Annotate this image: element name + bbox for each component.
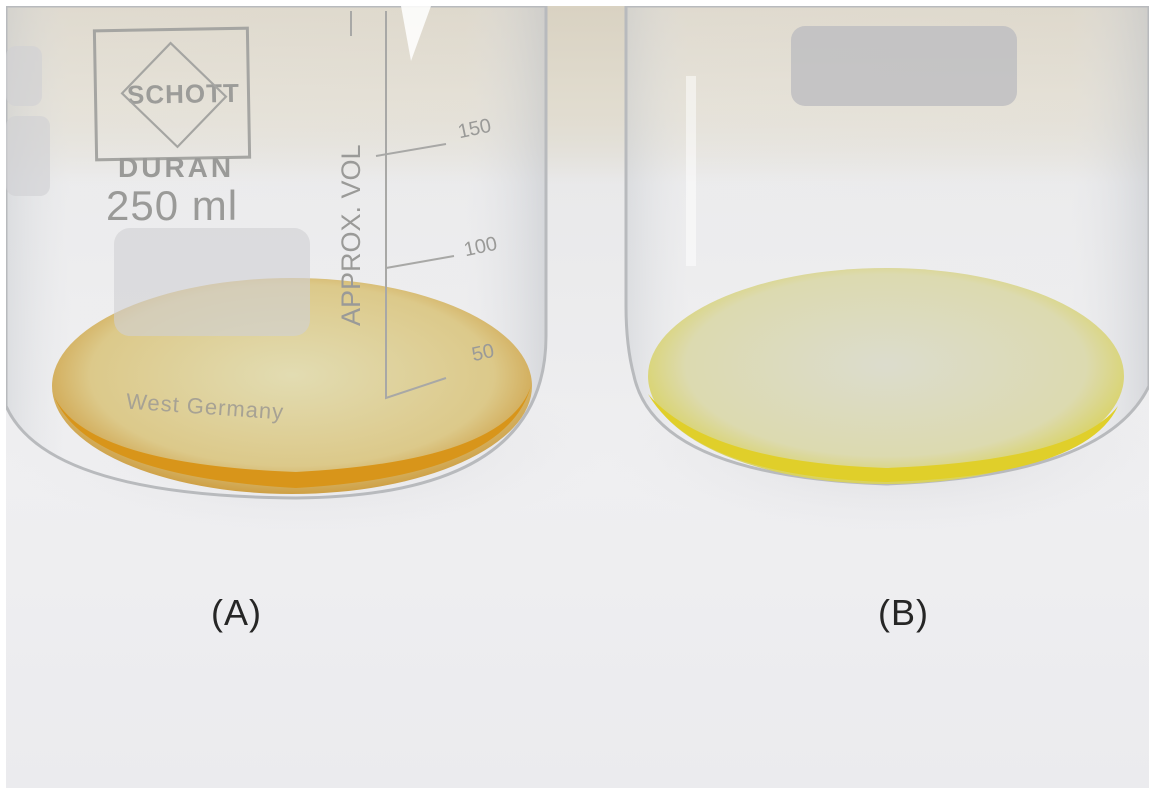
logo-text: SCHOTT xyxy=(126,77,241,110)
beaker-a-liquid-rim xyxy=(54,386,531,488)
beaker-brand: DURAN xyxy=(118,152,235,183)
beaker-b-highlight xyxy=(686,76,696,266)
beakers-illustration xyxy=(6,6,1149,541)
caption-a: (A) xyxy=(211,592,262,633)
photo-frame: SCHOTT DURAN 250 ml APPROX. VOL 150 100 … xyxy=(6,6,1149,788)
beaker-volume: 250 ml xyxy=(106,182,239,229)
beaker-a-highlight xyxy=(401,6,431,61)
graduation-50: 50 xyxy=(469,339,497,367)
graduation-scale xyxy=(350,11,455,400)
beaker-b-liquid-rim xyxy=(648,394,1118,482)
beaker-b-label-patch xyxy=(791,26,1017,106)
schott-logo: SCHOTT xyxy=(92,26,252,162)
beaker-a-label-patch-3 xyxy=(6,46,42,106)
caption-b: (B) xyxy=(878,592,929,633)
approx-volume-label: APPROX. VOL xyxy=(336,144,366,326)
beaker-b-liquid xyxy=(648,268,1124,484)
beaker-a-label-patch-2 xyxy=(6,116,50,196)
beaker-a-label-patch-1 xyxy=(114,228,310,336)
